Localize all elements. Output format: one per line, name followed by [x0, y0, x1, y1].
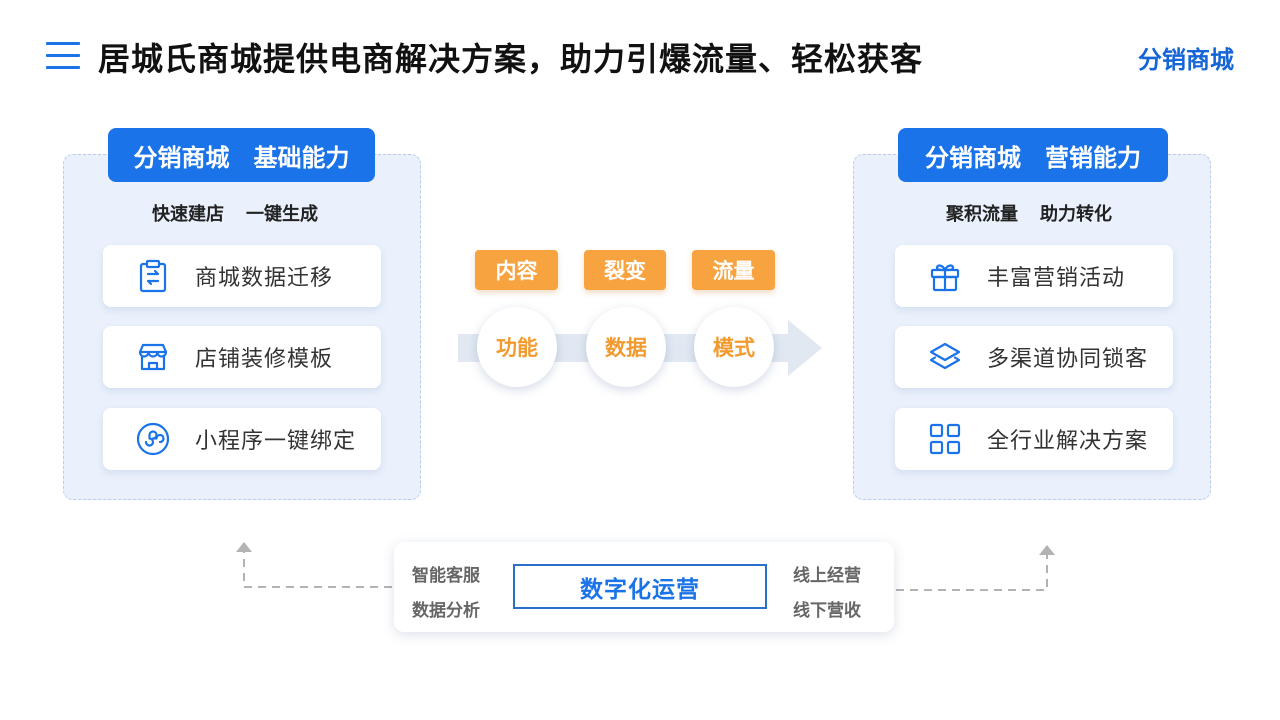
- page-title: 居城氏商城提供电商解决方案，助力引爆流量、轻松获客: [98, 40, 924, 78]
- tag-content: 内容: [475, 250, 558, 290]
- card-label: 店铺装修模板: [195, 347, 334, 372]
- basic-ability-sub-b: 一键生成: [246, 204, 318, 225]
- arrowhead-up-left-icon: [236, 542, 252, 552]
- storefront-icon: [133, 337, 173, 377]
- marketing-ability-header: 分销商城 营销能力: [898, 128, 1168, 182]
- basic-ability-subtitle: 快速建店 一键生成: [152, 200, 318, 226]
- dashed-connector-left: [243, 552, 392, 588]
- marketing-ability-header-title: 营销能力: [1045, 143, 1141, 172]
- gift-icon: [925, 256, 965, 296]
- data-migration-icon: [133, 256, 173, 296]
- card-industry-solutions[interactable]: 全行业解决方案: [895, 408, 1173, 470]
- card-data-migration[interactable]: 商城数据迁移: [103, 245, 381, 307]
- card-label: 小程序一键绑定: [195, 429, 357, 454]
- card-label: 丰富营销活动: [987, 266, 1126, 291]
- mini-program-icon: [133, 419, 173, 459]
- basic-ability-sub-a: 快速建店: [152, 204, 224, 225]
- dashed-connector-right: [896, 555, 1048, 591]
- marketing-ability-header-brand: 分销商城: [925, 143, 1021, 172]
- card-marketing-activities[interactable]: 丰富营销活动: [895, 245, 1173, 307]
- basic-ability-header-title: 基础能力: [253, 143, 350, 172]
- circle-mode: 模式: [694, 307, 774, 387]
- card-label: 多渠道协同锁客: [987, 347, 1149, 372]
- card-store-template[interactable]: 店铺装修模板: [103, 326, 381, 388]
- circle-function: 功能: [477, 307, 557, 387]
- card-multi-channel[interactable]: 多渠道协同锁客: [895, 326, 1173, 388]
- marketing-ability-sub-b: 助力转化: [1040, 204, 1112, 225]
- circle-data: 数据: [586, 307, 666, 387]
- tag-traffic: 流量: [692, 250, 775, 290]
- marketing-ability-sub-a: 聚积流量: [946, 204, 1018, 225]
- digital-operations-label: 数字化运营: [513, 564, 767, 609]
- ops-data-analysis: 数据分析: [412, 601, 480, 621]
- basic-ability-header-brand: 分销商城: [133, 143, 230, 172]
- layers-icon: [925, 337, 965, 377]
- ops-smart-service: 智能客服: [412, 566, 480, 586]
- ops-offline-revenue: 线下营收: [793, 601, 861, 621]
- menu-icon[interactable]: [46, 42, 80, 70]
- arrowhead-up-right-icon: [1039, 545, 1055, 555]
- card-label: 商城数据迁移: [195, 266, 334, 291]
- card-label: 全行业解决方案: [987, 429, 1149, 454]
- basic-ability-header: 分销商城 基础能力: [108, 128, 375, 182]
- marketing-ability-subtitle: 聚积流量 助力转化: [946, 200, 1112, 226]
- ops-online-business: 线上经营: [793, 566, 861, 586]
- grid-icon: [925, 419, 965, 459]
- tag-fission: 裂变: [584, 250, 666, 290]
- brand-label: 分销商城: [1138, 46, 1234, 74]
- card-mini-program[interactable]: 小程序一键绑定: [103, 408, 381, 470]
